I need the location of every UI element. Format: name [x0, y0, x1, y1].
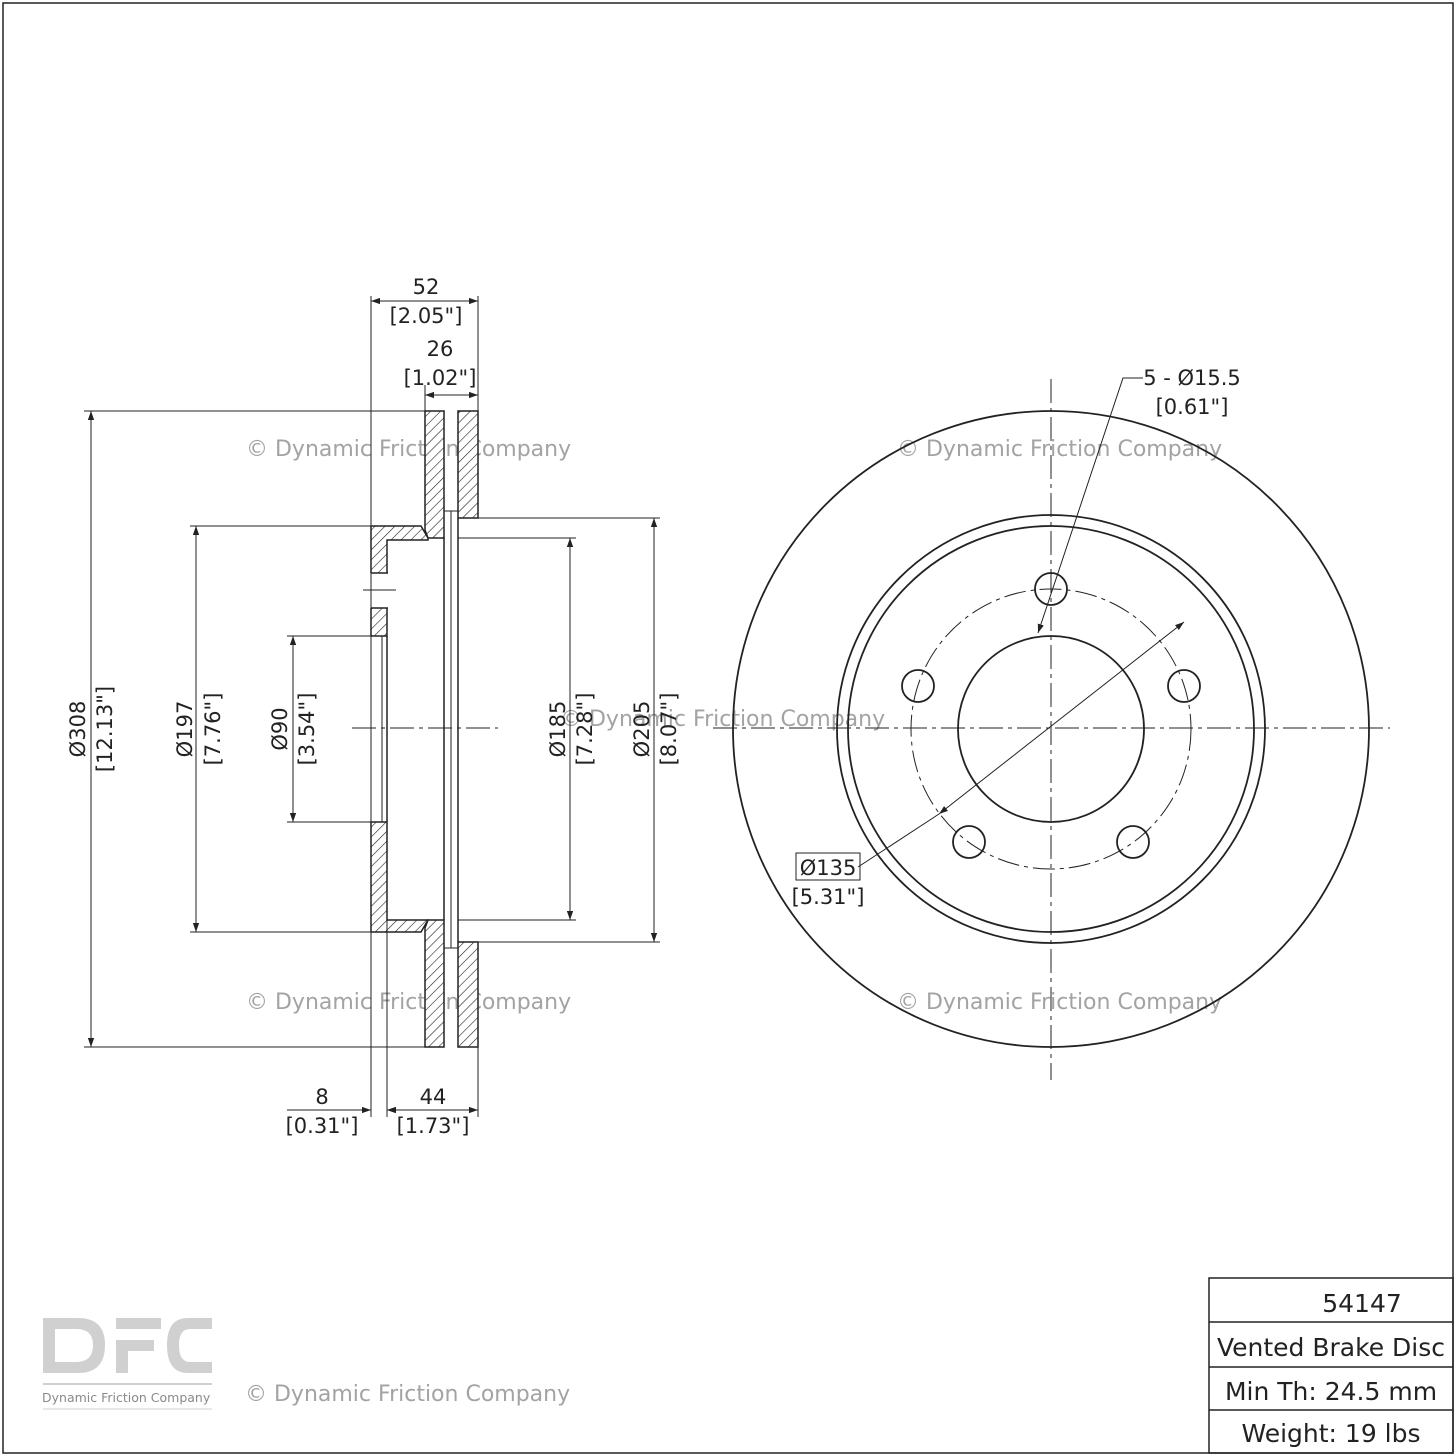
dim-185-mm: Ø185 — [546, 701, 570, 758]
watermark-text: © Dynamic Friction Company — [897, 990, 1222, 1015]
dim-197-mm: Ø197 — [173, 701, 197, 758]
dim-197-in: [7.76"] — [201, 693, 225, 766]
side-section-view — [84, 296, 660, 1117]
min-thickness: Min Th: 24.5 mm — [1225, 1377, 1437, 1406]
hat-bottom — [370, 821, 430, 933]
dim-52-in: [2.05"] — [390, 304, 463, 328]
dim-44-in: [1.73"] — [397, 1114, 470, 1138]
rotor-outer-edge — [732, 410, 1370, 1048]
dim-44-mm: 44 — [420, 1085, 447, 1109]
dfc-logo-mark — [43, 1318, 212, 1373]
bolt-hole — [1116, 825, 1150, 859]
side-view-labels: 52 [2.05"] 26 [1.02"] Ø308 [12.13"] Ø197… — [66, 275, 681, 1138]
outer-plate-bottom — [424, 919, 445, 1048]
dim-26-in: [1.02"] — [404, 366, 477, 390]
bolt-circle — [910, 588, 1192, 870]
title-block — [1208, 1277, 1454, 1454]
weight: Weight: 19 lbs — [1241, 1419, 1420, 1448]
dim-185-in: [7.28"] — [573, 693, 597, 766]
logo-subtitle: Dynamic Friction Company — [42, 1390, 211, 1405]
dim-8-in: [0.31"] — [286, 1114, 359, 1138]
dfc-logo: Dynamic Friction Company — [42, 1318, 212, 1410]
outer-plate-top — [424, 410, 445, 539]
bolt-hole — [901, 669, 935, 703]
part-number: 54147 — [1322, 1289, 1402, 1318]
dim-205-in: [8.07"] — [657, 693, 681, 766]
dim-52-mm: 52 — [413, 275, 440, 299]
hat-inner-edge — [847, 525, 1255, 933]
dim-26-mm: 26 — [427, 337, 454, 361]
bolt-holes-mm: 5 - Ø15.5 — [1143, 366, 1241, 390]
front-view-labels: 5 - Ø15.5 [0.61"] Ø135 [5.31"] — [792, 366, 1241, 909]
part-description: Vented Brake Disc — [1217, 1333, 1445, 1362]
bolt-holes-in: [0.61"] — [1156, 395, 1229, 419]
bolt-hole-leader — [1037, 377, 1143, 634]
dim-205-mm: Ø205 — [630, 701, 654, 758]
bolt-circle-in: [5.31"] — [792, 885, 865, 909]
bolt-hole — [1034, 572, 1068, 606]
bolt-hole — [952, 825, 986, 859]
hat-outer-edge — [836, 514, 1266, 944]
watermark-text: © Dynamic Friction Company — [245, 1382, 570, 1407]
dim-308-in: [12.13"] — [93, 686, 117, 772]
inner-plate-top — [457, 410, 479, 519]
front-view — [713, 377, 1390, 1080]
watermark-text: © Dynamic Friction Company — [897, 437, 1222, 462]
bolt-circle-mm: Ø135 — [800, 856, 857, 880]
dim-90-mm: Ø90 — [268, 707, 292, 750]
bolt-circle-leader — [857, 813, 940, 868]
bolt-circle-dim-line — [938, 621, 1185, 815]
title-block-text: 54147 Vented Brake Disc Min Th: 24.5 mm … — [1217, 1289, 1445, 1448]
watermark-text: © Dynamic Friction Company — [246, 437, 571, 462]
dim-308-mm: Ø308 — [66, 701, 90, 758]
inner-plate-bottom — [457, 941, 479, 1048]
dim-90-in: [3.54"] — [295, 693, 319, 766]
bolt-circle-label-box — [795, 852, 861, 881]
watermark-text: © Dynamic Friction Company — [246, 990, 571, 1015]
dim-8-mm: 8 — [315, 1085, 328, 1109]
